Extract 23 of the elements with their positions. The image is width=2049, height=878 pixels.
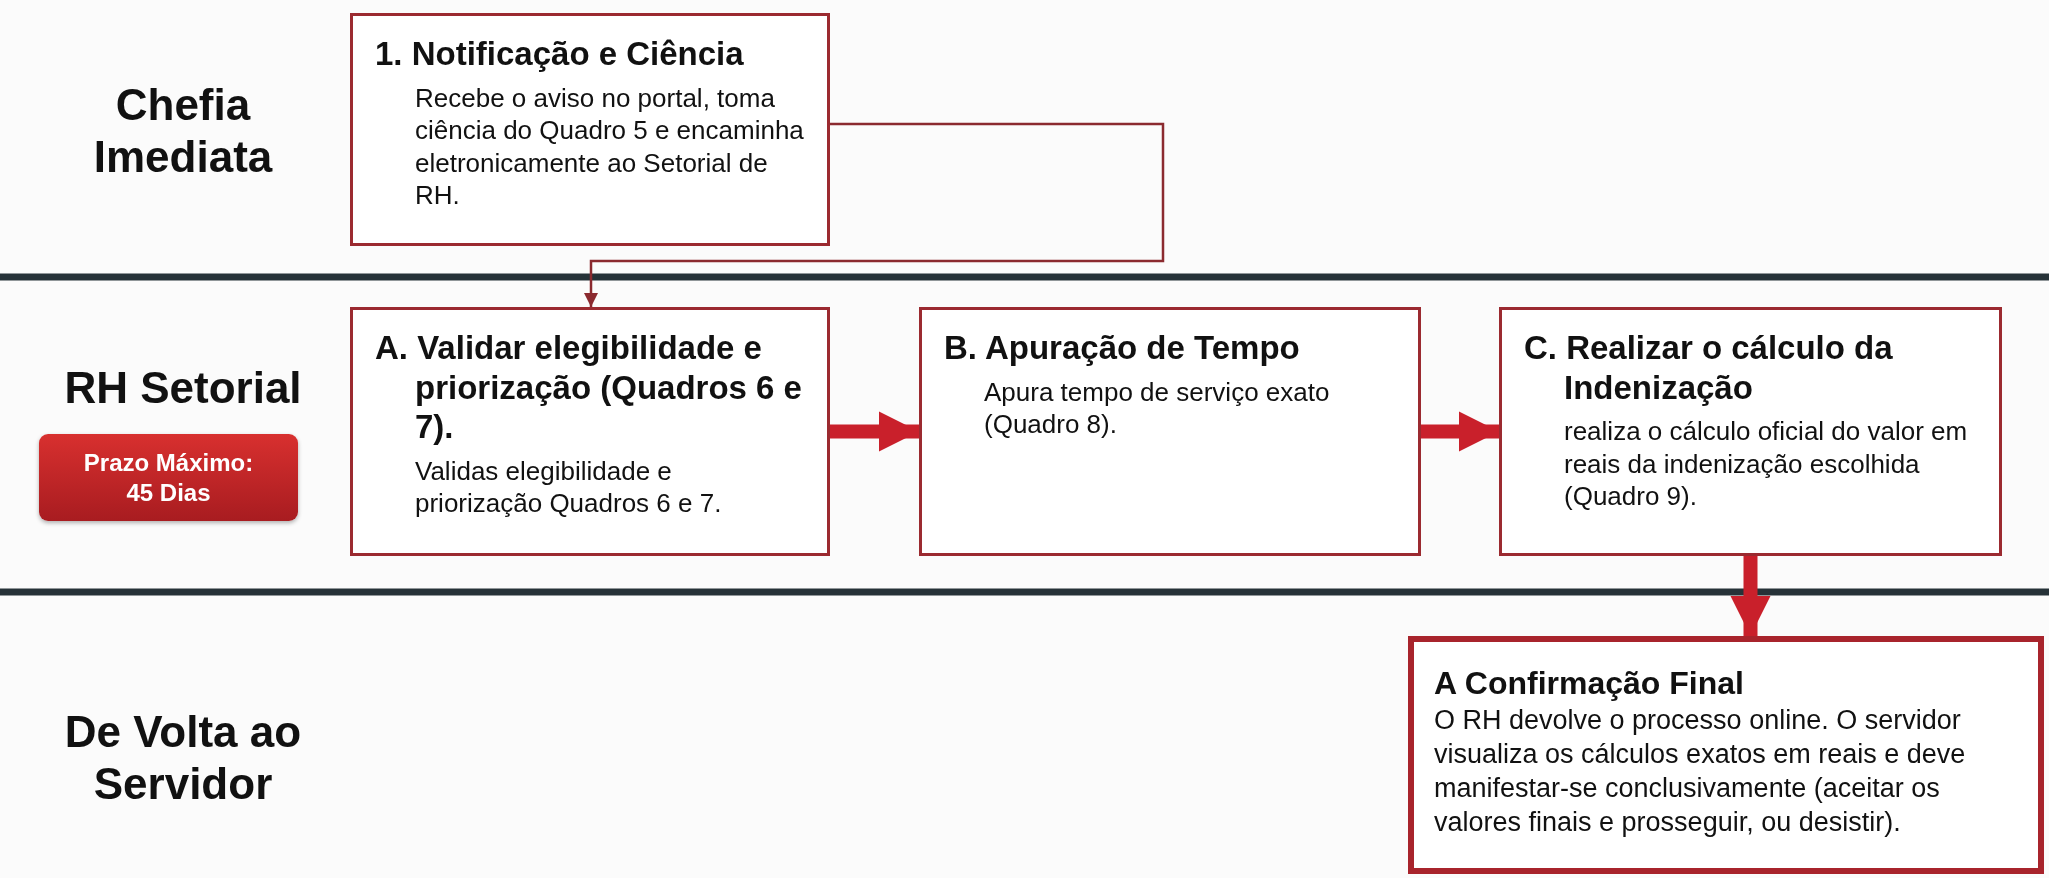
block-arrow bbox=[1730, 556, 1771, 636]
step-description: Recebe o aviso no portal, toma ciência do Quadro 5 e encaminha eletronicamente ao Setorial de RH. bbox=[414, 81, 805, 212]
lane-label: De Volta ao Servidor bbox=[63, 706, 303, 810]
connector-arrow bbox=[584, 122, 1165, 307]
lane-label: Chefia Imediata bbox=[92, 79, 274, 183]
process-box bbox=[350, 13, 830, 246]
step-description: O RH devolve o processo online. O servidor visualiza os cálculos exatos em reais e deve manifestar-se conclusivamente (aceitar os valores finais e prosseguir, ou desistir). bbox=[1434, 704, 1967, 839]
step-description: Validas elegibilidade e priorização Quadros 6 e 7. bbox=[414, 454, 723, 520]
step-description: realiza o cálculo oficial do valor em reais da indenização escolhida (Quadro 9). bbox=[1563, 415, 1969, 513]
step-title: A. Validar elegibilidade e priorização (Quadros 6 e 7). bbox=[375, 328, 803, 447]
block-arrow bbox=[1421, 411, 1499, 452]
lane-label: RH Setorial bbox=[63, 362, 303, 414]
step-title: C. Realizar o cálculo da Indenização bbox=[1524, 328, 1894, 408]
process-box bbox=[1408, 636, 2044, 874]
block-arrow bbox=[830, 411, 919, 452]
step-title: A Confirmação Final bbox=[1434, 664, 1745, 703]
step-title: B. Apuração de Tempo bbox=[944, 328, 1301, 368]
deadline-badge: Prazo Máximo: 45 Dias bbox=[39, 434, 298, 521]
step-description: Apura tempo de serviço exato (Quadro 8). bbox=[983, 375, 1331, 441]
process-box bbox=[919, 307, 1421, 556]
process-box bbox=[350, 307, 830, 556]
process-box bbox=[1499, 307, 2002, 556]
step-title: 1. Notificação e Ciência bbox=[375, 34, 745, 74]
